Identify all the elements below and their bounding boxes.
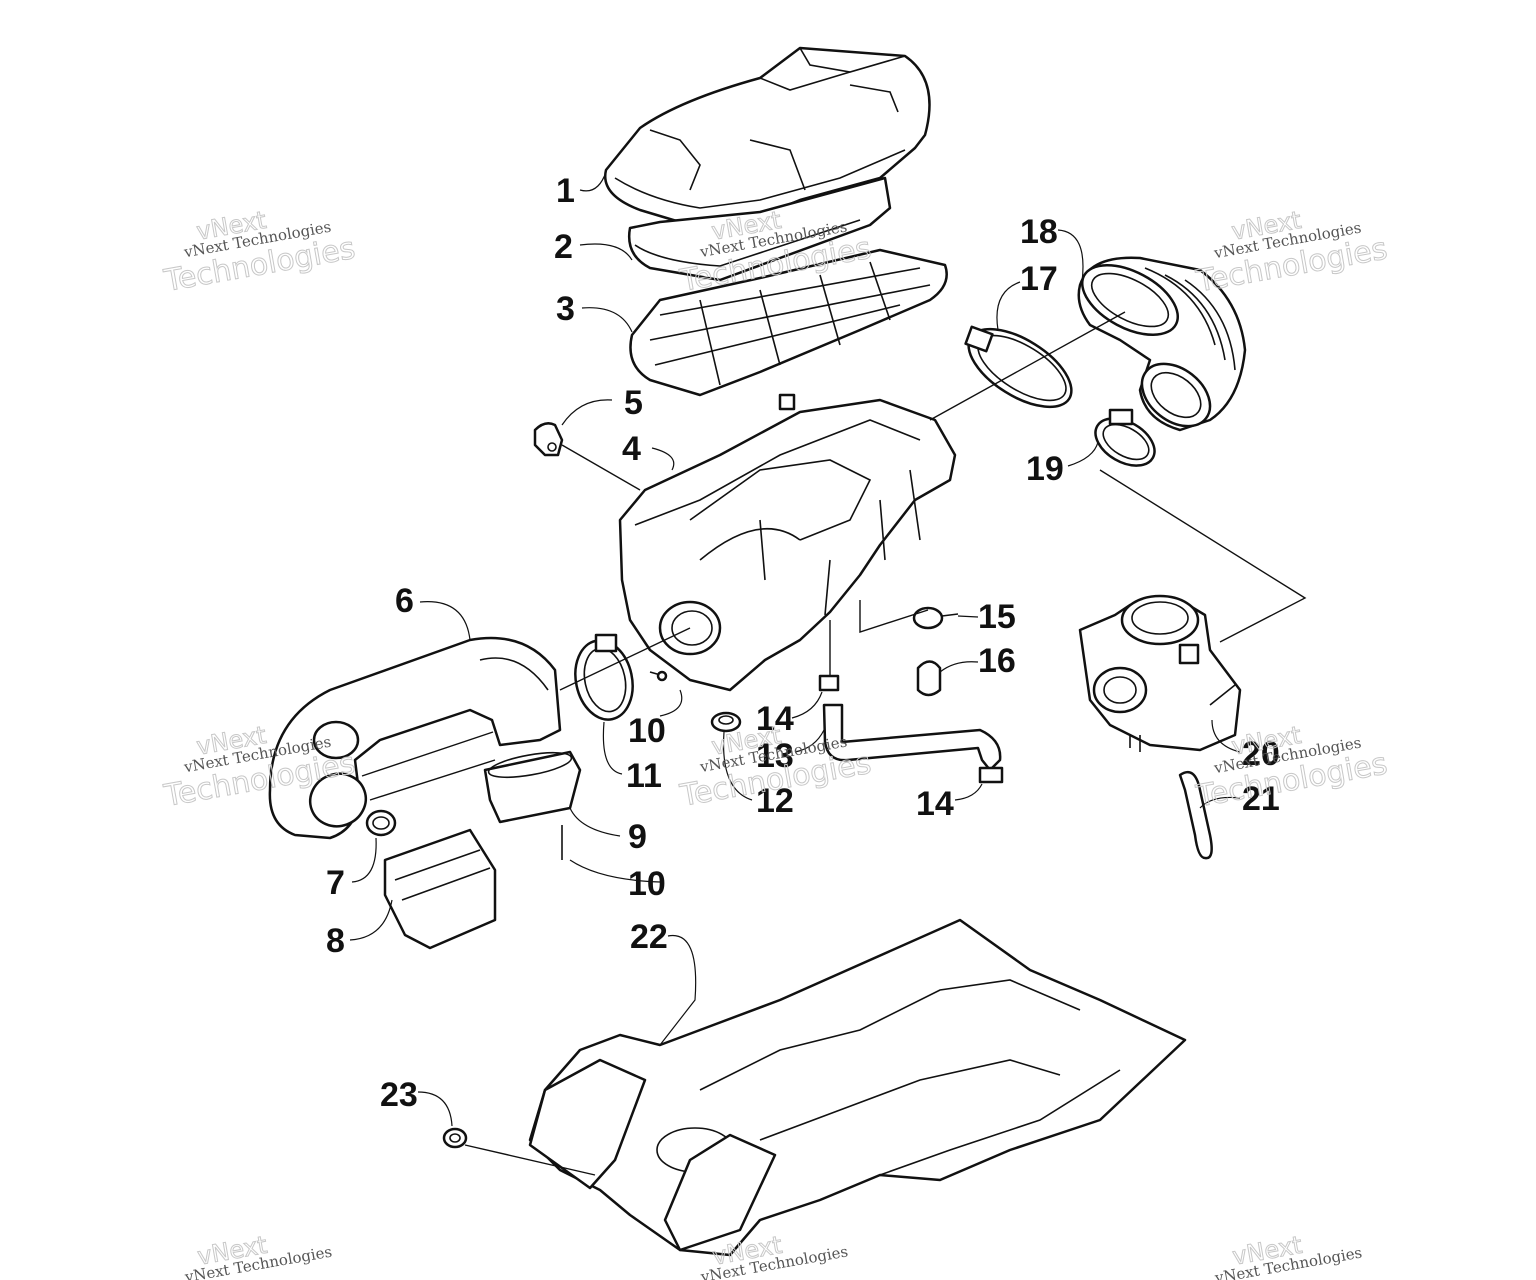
callout-4: 4 xyxy=(622,430,641,468)
callout-16: 16 xyxy=(978,642,1016,680)
callout-23: 23 xyxy=(380,1076,418,1114)
callout-14-upper: 14 xyxy=(756,700,794,738)
part-5-clip xyxy=(533,422,564,457)
callout-17: 17 xyxy=(1020,260,1058,298)
callout-19: 19 xyxy=(1026,450,1064,488)
part-10-screw-upper xyxy=(649,670,668,682)
callout-18: 18 xyxy=(1020,213,1058,251)
leader-lines xyxy=(349,171,1241,1127)
watermark-top-left: vNext vNext Technologies Technologies xyxy=(160,205,358,299)
part-8-inlet xyxy=(383,828,497,950)
part-19-clamp xyxy=(1094,408,1156,467)
callout-15: 15 xyxy=(978,598,1016,636)
callout-8: 8 xyxy=(326,922,345,960)
watermark-bottom-left: vNext vNext Technologies xyxy=(183,1230,334,1280)
callout-20: 20 xyxy=(1242,735,1280,773)
part-14-clamp-lower xyxy=(978,766,1004,784)
watermark-mid-left: vNext vNext Technologies Technologies xyxy=(160,720,358,814)
part-23-nut xyxy=(442,1127,468,1149)
part-2-air-filter xyxy=(627,176,892,282)
callout-2: 2 xyxy=(554,228,573,266)
part-15-clamp xyxy=(912,606,959,630)
callout-9: 9 xyxy=(628,818,647,856)
part-7-grommet xyxy=(365,809,397,837)
callout-5: 5 xyxy=(624,384,643,422)
callout-10-lower: 10 xyxy=(628,865,666,903)
watermark-top-right: vNext vNext Technologies Technologies xyxy=(1193,205,1391,300)
part-12-grommet xyxy=(710,711,742,733)
callout-6: 6 xyxy=(395,582,414,620)
part-4-airbox xyxy=(618,393,957,692)
part-20-carburetor xyxy=(1078,594,1242,752)
callout-13: 13 xyxy=(756,737,794,775)
callout-7: 7 xyxy=(326,864,345,902)
callout-22: 22 xyxy=(630,918,668,956)
part-11-clamp xyxy=(574,633,634,721)
callout-10-upper: 10 xyxy=(628,712,666,750)
callout-3: 3 xyxy=(556,290,575,328)
part-3-filter-screen xyxy=(629,248,948,397)
callout-21: 21 xyxy=(1242,780,1280,818)
callout-1: 1 xyxy=(556,172,575,210)
callout-12: 12 xyxy=(756,782,794,820)
part-14-clamp-upper xyxy=(818,674,840,692)
part-21-hose xyxy=(1178,770,1213,860)
part-6-intake-duct xyxy=(268,636,562,840)
part-22-shroud xyxy=(528,918,1187,1257)
callout-11: 11 xyxy=(626,757,662,795)
watermark-bottom-right: vNext vNext Technologies xyxy=(1213,1230,1364,1280)
callout-labels: 1 2 3 4 5 6 7 8 9 10 10 11 12 13 14 14 1… xyxy=(326,172,1280,1114)
callout-14-lower: 14 xyxy=(916,785,954,823)
part-17-clamp xyxy=(964,325,1073,409)
part-1-airbox-cover xyxy=(603,46,931,227)
part-9-adapter xyxy=(483,750,582,824)
part-16-plug xyxy=(916,660,942,697)
assembly-lines xyxy=(361,311,1307,1176)
part-18-intake-boot xyxy=(1077,256,1247,432)
